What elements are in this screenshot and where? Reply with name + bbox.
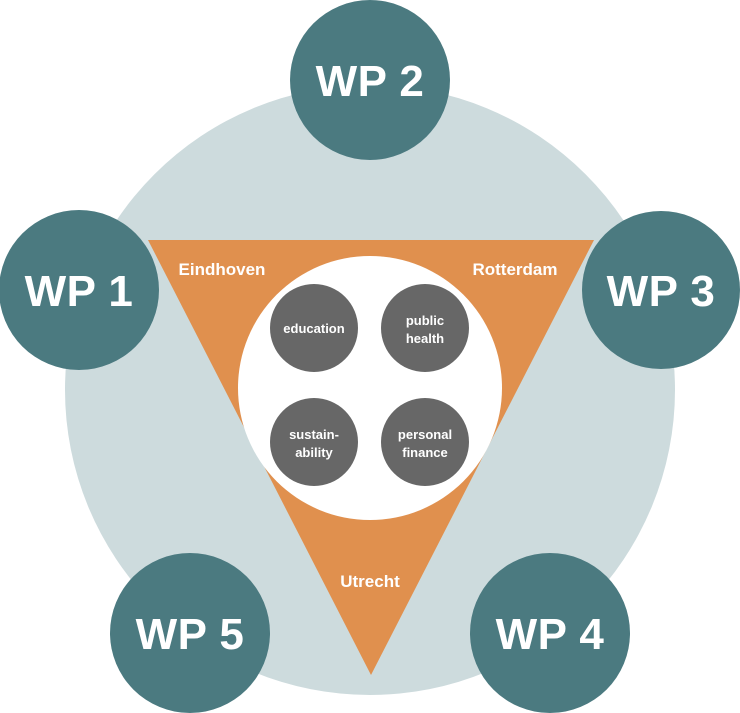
topic-sustainability-circle: [270, 398, 358, 486]
wp-3-circle: [582, 211, 740, 369]
wp-4-node: WP 4: [470, 553, 630, 713]
topic-public-health: public health: [381, 284, 469, 372]
topic-sustainability-label-line2: ability: [295, 445, 333, 460]
wp-2-node: WP 2: [290, 0, 450, 160]
wp-4-label: WP 4: [496, 610, 605, 659]
wp-1-label: WP 1: [25, 267, 134, 316]
wp-2-circle: [290, 0, 450, 160]
wp-3-node: WP 3: [582, 211, 740, 369]
topic-public-health-label-line2: health: [406, 331, 444, 346]
topic-education-label: education: [283, 321, 344, 336]
wp-5-node: WP 5: [110, 553, 270, 713]
topic-personal-finance: personal finance: [381, 398, 469, 486]
wp-1-circle: [0, 210, 159, 370]
topic-sustainability-label-line1: sustain-: [289, 427, 339, 442]
city-label-utrecht: Utrecht: [340, 572, 400, 591]
wp-3-label: WP 3: [607, 267, 716, 316]
topics-circle: [238, 256, 502, 520]
wp-5-circle: [110, 553, 270, 713]
topic-public-health-circle: [381, 284, 469, 372]
topic-education: education: [270, 284, 358, 372]
wp-5-label: WP 5: [136, 610, 245, 659]
topic-personal-finance-circle: [381, 398, 469, 486]
topic-personal-finance-label-line2: finance: [402, 445, 448, 460]
city-label-rotterdam: Rotterdam: [472, 260, 557, 279]
wp-2-label: WP 2: [316, 57, 425, 106]
topic-sustainability: sustain- ability: [270, 398, 358, 486]
topic-personal-finance-label-line1: personal: [398, 427, 452, 442]
city-label-eindhoven: Eindhoven: [179, 260, 266, 279]
wp-4-circle: [470, 553, 630, 713]
wp-1-node: WP 1: [0, 210, 159, 370]
topic-public-health-label-line1: public: [406, 313, 444, 328]
topic-education-circle: [270, 284, 358, 372]
